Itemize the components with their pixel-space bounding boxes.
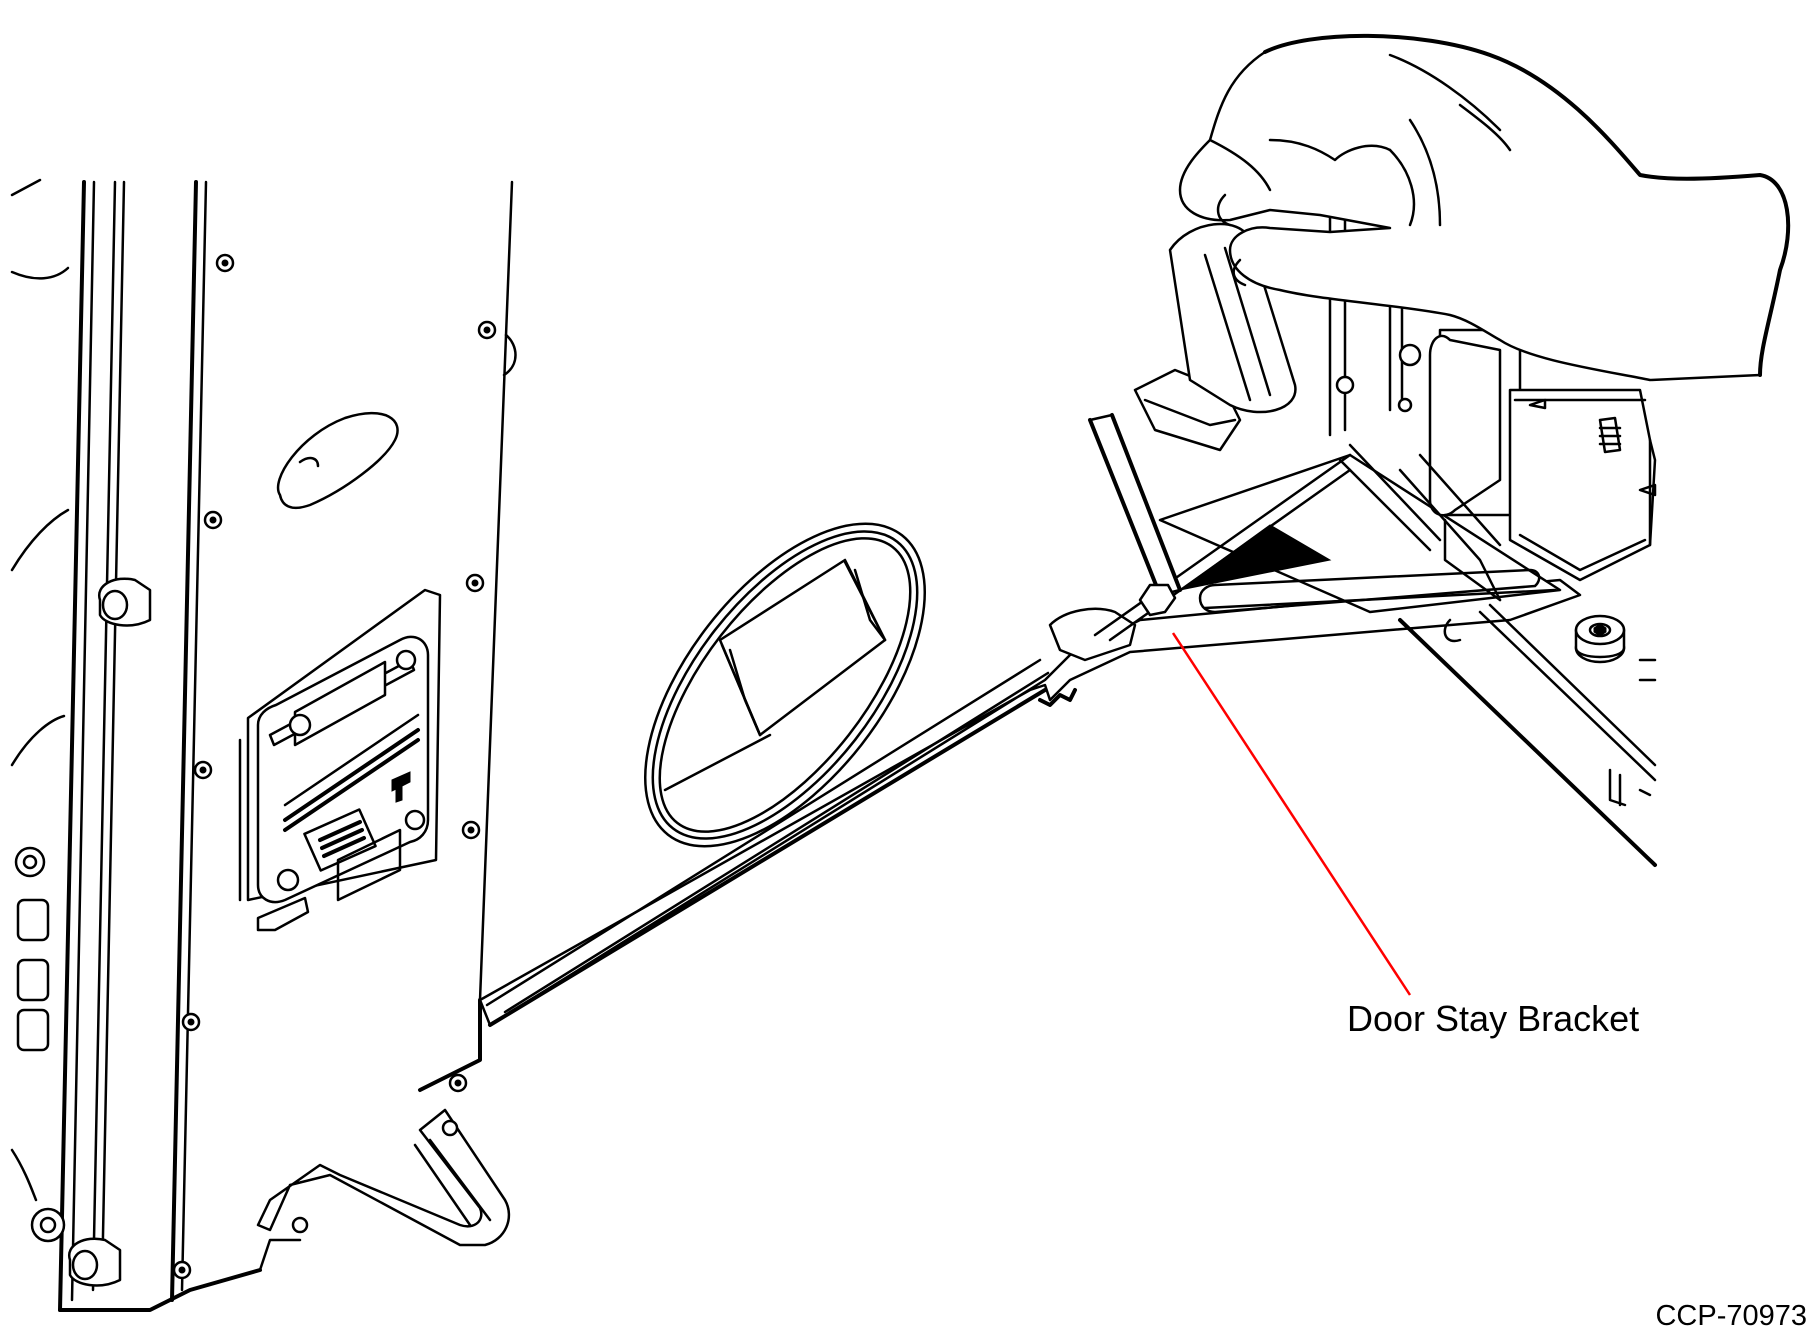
- screwdriver-icon: [1088, 222, 1297, 617]
- foot-bracket: [256, 1108, 511, 1272]
- cabinet-interior: [1328, 158, 1657, 867]
- callout-leader-line: [1171, 632, 1412, 996]
- hand-icon: [1178, 33, 1791, 382]
- screw-icon: [1574, 614, 1626, 664]
- door-panel: [10, 178, 517, 1312]
- callout-label: Door Stay Bracket: [1347, 998, 1640, 1039]
- lock-plate: [238, 588, 442, 932]
- door-stay-bracket: [478, 443, 1582, 1027]
- oval-handle: [644, 522, 926, 848]
- figure-id: CCP-70973: [1655, 1300, 1807, 1332]
- screw-icon: [172, 253, 497, 1280]
